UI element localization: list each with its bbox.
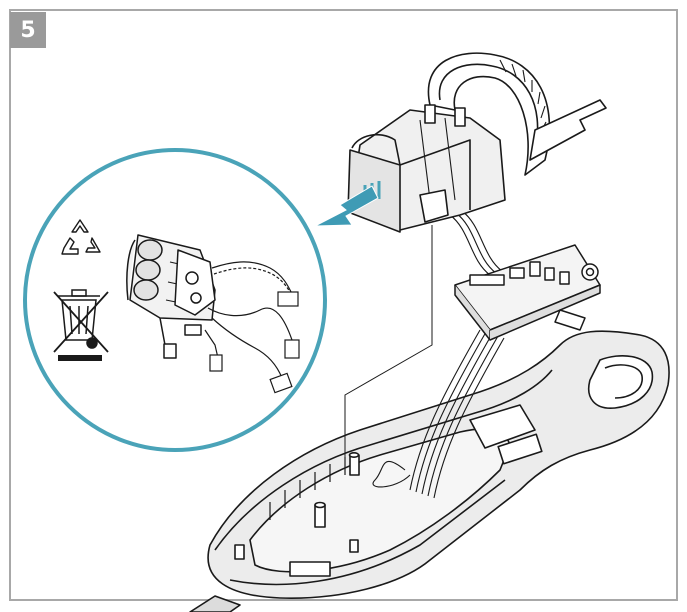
leader-line (344, 225, 433, 470)
vacuum-handle-body (189, 330, 670, 612)
wire-bundle (372, 210, 505, 499)
battery-pack (126, 234, 216, 359)
motor-housing (347, 52, 607, 233)
recycle-icon (61, 219, 101, 255)
removal-arrow-icon (314, 185, 379, 227)
frame-border (9, 9, 678, 601)
circuit-board (454, 244, 601, 341)
step-number-badge: 5 (10, 12, 46, 48)
battery-wires (204, 261, 300, 394)
battery-callout (23, 148, 327, 452)
crossed-out-bin-icon (53, 289, 109, 361)
